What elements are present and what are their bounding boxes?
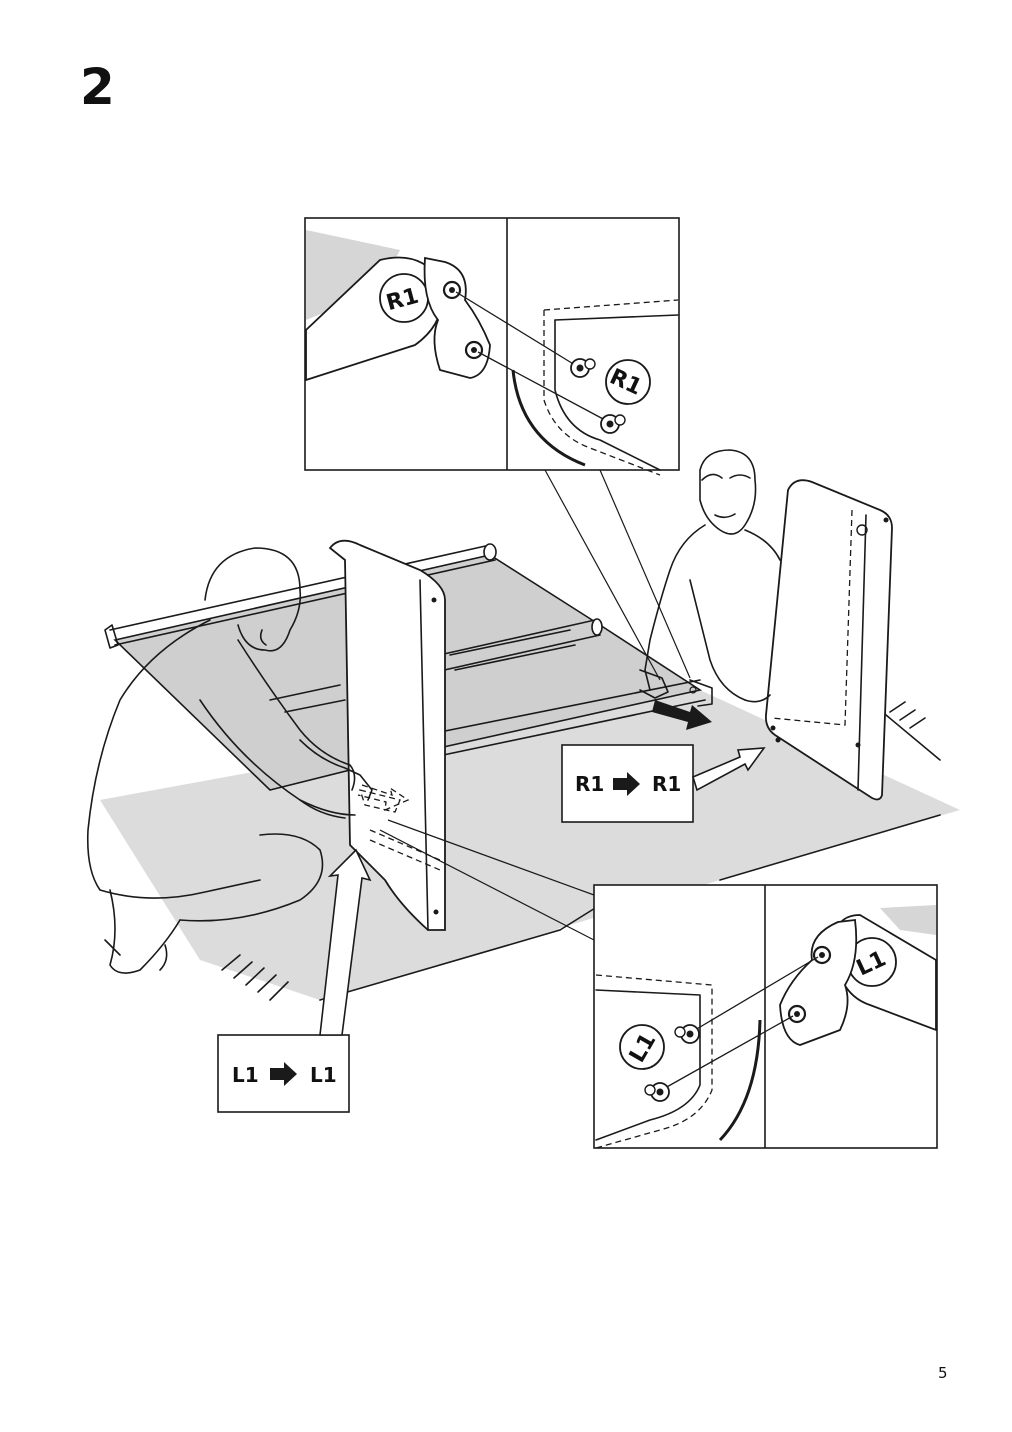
peg-bottom-2	[644, 1082, 670, 1102]
callout-left-from: L1	[232, 1063, 259, 1087]
page-number: 5	[938, 1364, 948, 1382]
push-arrow-right	[652, 700, 712, 730]
rug-fringe-right	[889, 701, 926, 729]
detail-box-top	[304, 217, 680, 476]
side-panel-right	[765, 479, 893, 801]
person-right	[639, 449, 781, 703]
callout-box-left: L1 L1	[217, 1034, 350, 1113]
arrow-right-icon	[270, 1062, 297, 1086]
detail-box-bottom	[593, 884, 938, 1149]
peg-top-2	[600, 414, 626, 434]
rug-fringe-left	[221, 954, 289, 1001]
peg-top-1	[570, 358, 596, 378]
callout-box-right: R1 R1	[561, 744, 694, 823]
callout-right-from: R1	[575, 772, 604, 796]
peg-bottom-1	[674, 1024, 700, 1044]
push-arrow-left	[357, 784, 410, 812]
callout-right-to: R1	[652, 772, 681, 796]
step-number: 2	[80, 58, 115, 116]
arrow-right-icon	[613, 772, 640, 796]
person-left	[86, 547, 373, 974]
side-panel-left	[328, 539, 446, 931]
callout-arrow-left	[319, 848, 372, 1036]
callout-arrow-right	[692, 747, 766, 792]
callout-left-to: L1	[310, 1063, 337, 1087]
